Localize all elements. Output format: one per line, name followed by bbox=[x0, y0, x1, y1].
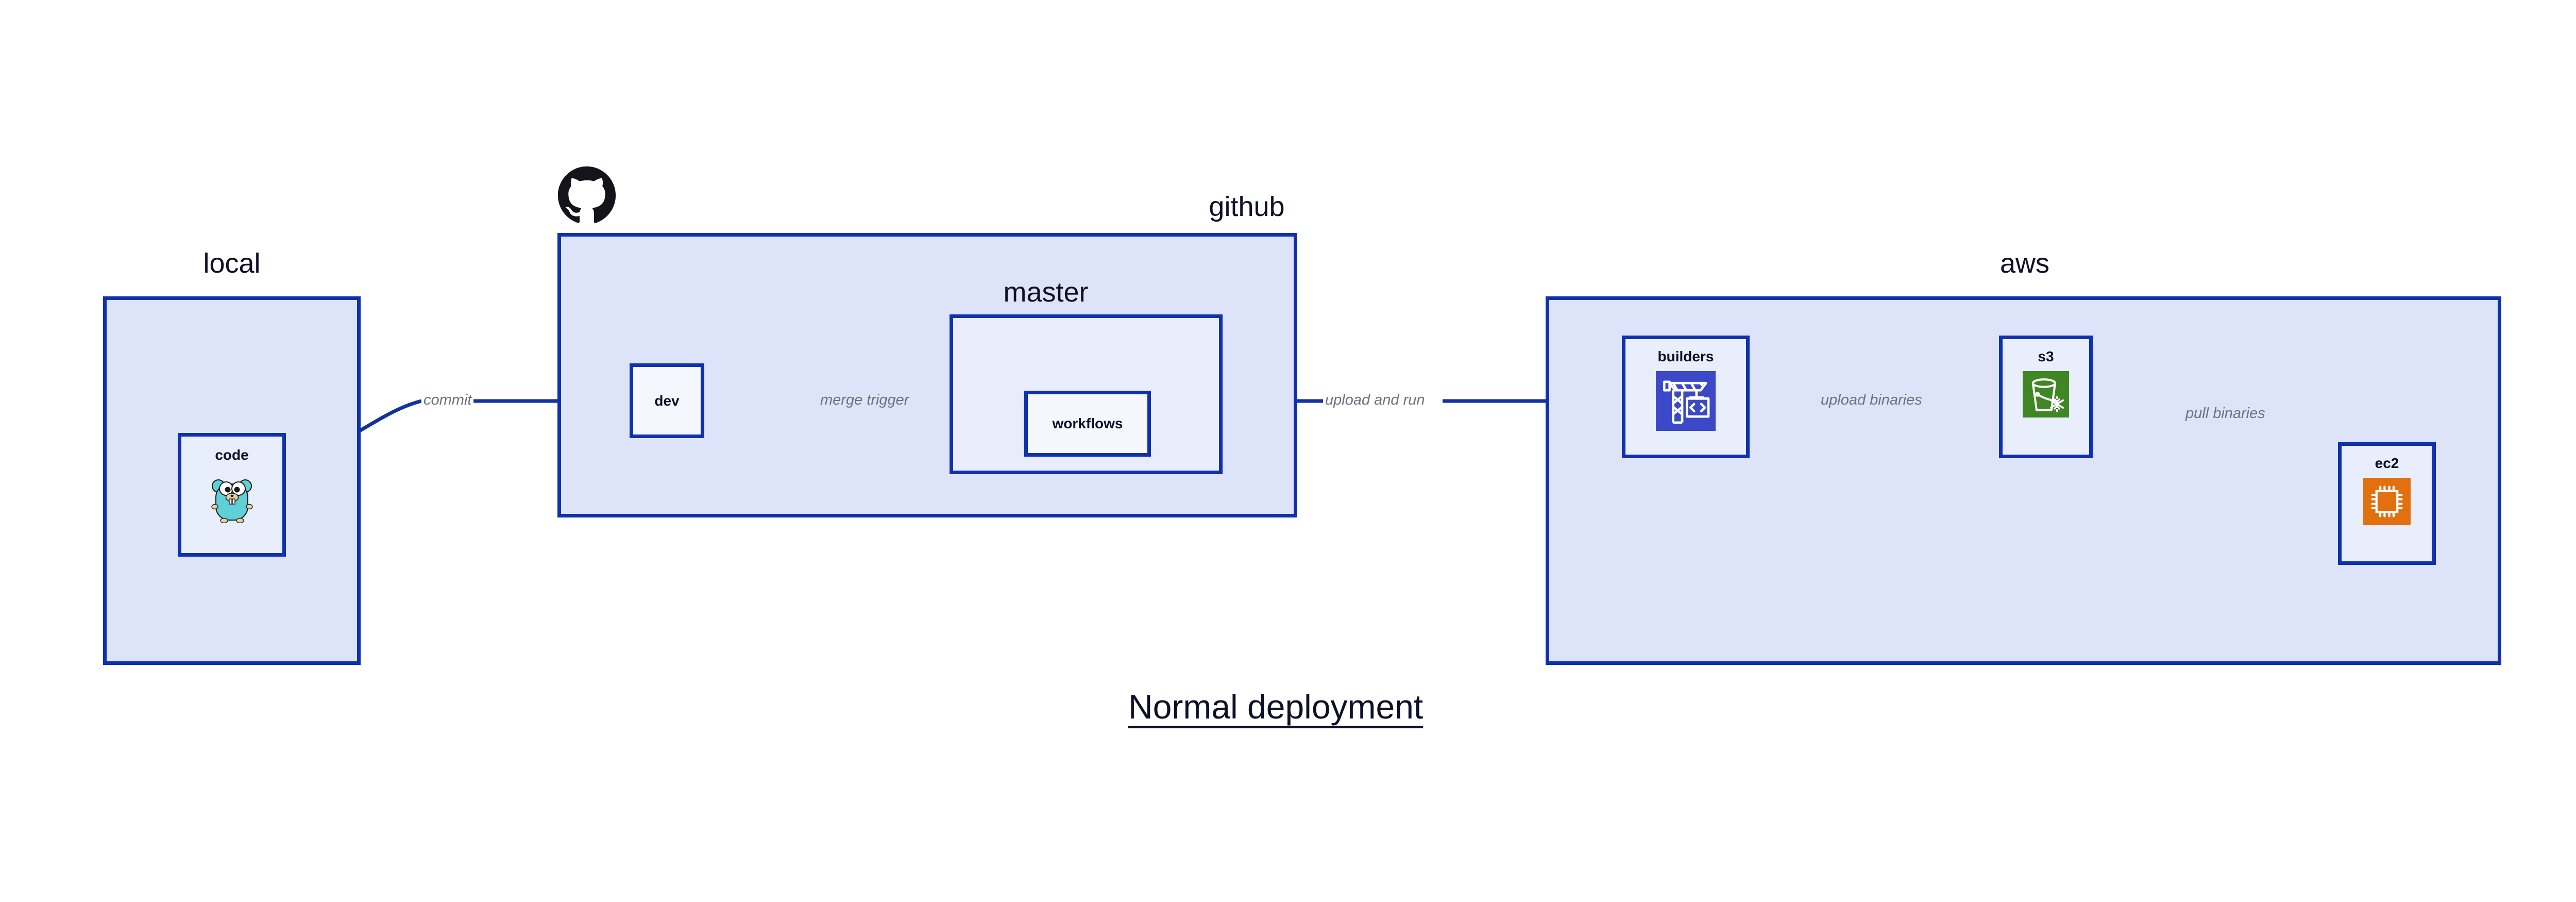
edge-label-merge-trigger: merge trigger bbox=[818, 393, 911, 408]
node-code[interactable]: code bbox=[178, 433, 286, 557]
node-dev[interactable]: dev bbox=[630, 363, 704, 438]
diagram-caption: Normal deployment bbox=[1128, 688, 1423, 726]
go-gopher-icon bbox=[210, 472, 254, 526]
node-label-dev: dev bbox=[654, 392, 680, 409]
node-s3[interactable]: s3 bbox=[1999, 336, 2093, 458]
edge-label-upload-binaries: upload binaries bbox=[1819, 393, 1924, 408]
edge-label-upload-and-run: upload and run bbox=[1323, 393, 1427, 408]
node-label-s3: s3 bbox=[2038, 348, 2054, 364]
cpu-chip-icon bbox=[2363, 478, 2411, 528]
node-ec2[interactable]: ec2 bbox=[2338, 442, 2436, 565]
group-label-master: master bbox=[1003, 277, 1089, 308]
node-builders[interactable]: builders bbox=[1622, 336, 1750, 458]
github-octocat-icon bbox=[555, 164, 618, 227]
edge-label-pull-binaries: pull binaries bbox=[2185, 405, 2265, 422]
group-label-local: local bbox=[203, 248, 261, 279]
node-label-ec2: ec2 bbox=[2375, 455, 2399, 471]
node-label-builders: builders bbox=[1657, 348, 1714, 364]
edge-label-commit: commit bbox=[421, 393, 474, 408]
node-label-workflows: workflows bbox=[1052, 415, 1123, 431]
node-label-code: code bbox=[215, 447, 249, 463]
group-label-aws: aws bbox=[1999, 248, 2050, 279]
s3-bucket-icon bbox=[2023, 371, 2069, 420]
node-workflows[interactable]: workflows bbox=[1024, 391, 1151, 457]
group-label-github: github bbox=[1209, 191, 1285, 222]
crane-code-icon bbox=[1656, 371, 1716, 433]
